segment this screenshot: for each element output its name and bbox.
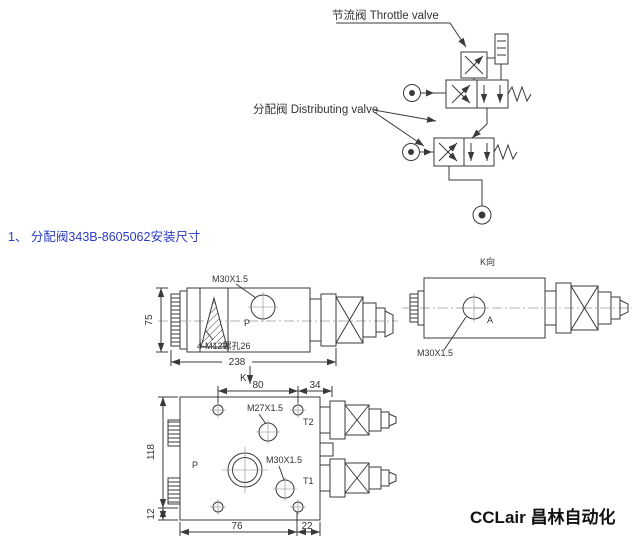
k-direction-mark: K	[240, 373, 247, 384]
distributing-valve-label: 分配阀 Distributing valve	[253, 102, 378, 116]
throttle-valve-symbol	[460, 33, 509, 80]
k-view-title: K向	[480, 256, 495, 267]
thread-m27-label: M27X1.5	[247, 403, 283, 413]
hydraulic-schematic: 节流阀 Throttle valve	[253, 8, 532, 225]
section-caption: 1、 分配阀343B-8605062安装尺寸	[8, 229, 200, 244]
tank-port-symbol	[472, 205, 492, 225]
k-view-drawing: K向 A M30X1.5	[402, 256, 632, 358]
distributing-valve-symbol-2	[402, 137, 518, 225]
distributing-valve-symbol-1	[403, 79, 532, 139]
dim-80: 80	[252, 380, 264, 391]
port-t1-label: T1	[303, 476, 314, 486]
dim-76: 76	[231, 521, 243, 532]
port-p-label: P	[244, 318, 250, 328]
valve-body-front	[179, 396, 321, 521]
ribbed-plug	[167, 419, 181, 447]
front-fitting-t2	[319, 400, 397, 440]
k-view-fitting	[544, 282, 629, 334]
distributing-leader-1	[373, 109, 437, 123]
port-a-label: A	[487, 315, 493, 325]
side-block	[319, 442, 334, 457]
thread-size-label: M30X1.5	[417, 348, 453, 358]
thread-m30-label: M30X1.5	[266, 455, 302, 465]
dim-118: 118	[146, 444, 157, 460]
port-t2-label: T2	[303, 417, 314, 427]
spring-symbol	[493, 143, 518, 161]
port-p-label: P	[192, 460, 198, 470]
front-view-drawing: K 80 34 M27X1.5 T2 M30X1	[146, 366, 397, 536]
ribbed-plug	[409, 293, 419, 323]
throttle-valve-label: 节流阀 Throttle valve	[332, 8, 439, 22]
dim-34: 34	[309, 380, 321, 391]
distributing-leader-2	[373, 111, 425, 147]
thread-size-label: M30X1.5	[212, 274, 248, 284]
side-view-fitting	[309, 293, 394, 347]
throttle-leader-line	[336, 22, 467, 48]
spring-symbol	[507, 85, 532, 103]
dim-22: 22	[301, 521, 313, 532]
section-hatch-wedge	[200, 296, 228, 348]
ribbed-plug	[170, 293, 181, 347]
side-view-drawing: P M30X1.5 75 238 4-M12螺孔26	[144, 274, 398, 368]
ribbed-plug	[167, 477, 181, 505]
dim-12: 12	[146, 508, 157, 520]
dim-238: 238	[229, 357, 246, 368]
mount-holes-label: 4-M12螺孔26	[197, 341, 251, 351]
front-fitting-t1	[319, 458, 397, 498]
brand-logo: CCLair 昌林自动化	[470, 507, 615, 527]
dim-75: 75	[144, 314, 155, 326]
